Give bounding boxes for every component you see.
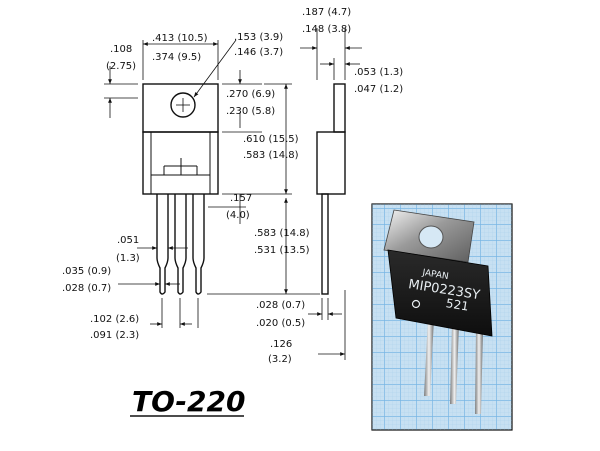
dim-thk-max: .187 (4.7) bbox=[302, 7, 351, 18]
side-tab bbox=[333, 83, 346, 133]
dim-lead-step: .157 bbox=[230, 193, 252, 204]
side-view bbox=[316, 83, 346, 295]
dim-lead-w-mm: (1.3) bbox=[116, 253, 140, 264]
front-body bbox=[142, 131, 219, 195]
dim-hole-pos-min: .230 (5.8) bbox=[226, 106, 275, 117]
dim-body-len-max: .610 (15.5) bbox=[243, 134, 299, 145]
side-lead bbox=[321, 193, 329, 295]
front-view bbox=[142, 83, 219, 295]
dim-end-offset: .126 bbox=[270, 339, 292, 350]
photo-body bbox=[387, 249, 493, 337]
front-tab bbox=[142, 83, 219, 133]
mounting-hole bbox=[170, 92, 196, 118]
dim-lead-len-min: .531 (13.5) bbox=[254, 245, 310, 256]
front-leads bbox=[156, 194, 205, 295]
dim-lead-w: .051 bbox=[117, 235, 139, 246]
dim-pitch-max: .102 (2.6) bbox=[90, 314, 139, 325]
dim-lead-thk2-max: .028 (0.7) bbox=[256, 300, 305, 311]
dim-lead-len-max: .583 (14.8) bbox=[254, 228, 310, 239]
photo-tab-hole bbox=[418, 225, 444, 249]
dimension-labels: .413 (10.5) .374 (9.5) .153 (3.9) .146 (… bbox=[62, 7, 403, 365]
dim-lead-step-mm: (4.0) bbox=[226, 210, 250, 221]
dim-hole-max: .153 (3.9) bbox=[234, 32, 283, 43]
component-photo: JAPAN MIP0223SY 521 bbox=[371, 203, 513, 431]
photo-logo-icon bbox=[411, 299, 421, 309]
dim-top-offset: .108 bbox=[110, 44, 132, 55]
dim-lead-w2-min: .028 (0.7) bbox=[62, 283, 111, 294]
dim-lead-thk-min: .047 (1.2) bbox=[354, 84, 403, 95]
package-title: TO-220 bbox=[132, 385, 246, 418]
dim-thk-min: .148 (3.8) bbox=[302, 24, 351, 35]
dim-hole-pos-max: .270 (6.9) bbox=[226, 89, 275, 100]
dim-tab-width-min: .374 (9.5) bbox=[152, 52, 201, 63]
photo-lead-3 bbox=[475, 330, 483, 414]
dim-top-offset-mm: (2.75) bbox=[106, 61, 136, 72]
dim-lead-thk-max: .053 (1.3) bbox=[354, 67, 403, 78]
photo-lead-2 bbox=[450, 324, 459, 404]
dim-body-len-min: .583 (14.8) bbox=[243, 150, 299, 161]
dim-lead-thk2-min: .020 (0.5) bbox=[256, 318, 305, 329]
dim-tab-width-max: .413 (10.5) bbox=[152, 33, 208, 44]
photo-marking-1: JAPAN bbox=[421, 268, 450, 282]
dimension-lines bbox=[104, 28, 362, 360]
side-body bbox=[316, 131, 346, 195]
dim-pitch-min: .091 (2.3) bbox=[90, 330, 139, 341]
dim-end-offset-mm: (3.2) bbox=[268, 354, 292, 365]
photo-lead-1 bbox=[424, 318, 434, 396]
dim-lead-w2-max: .035 (0.9) bbox=[62, 266, 111, 277]
photo-marking-3: 521 bbox=[445, 296, 470, 313]
dim-hole-min: .146 (3.7) bbox=[234, 47, 283, 58]
